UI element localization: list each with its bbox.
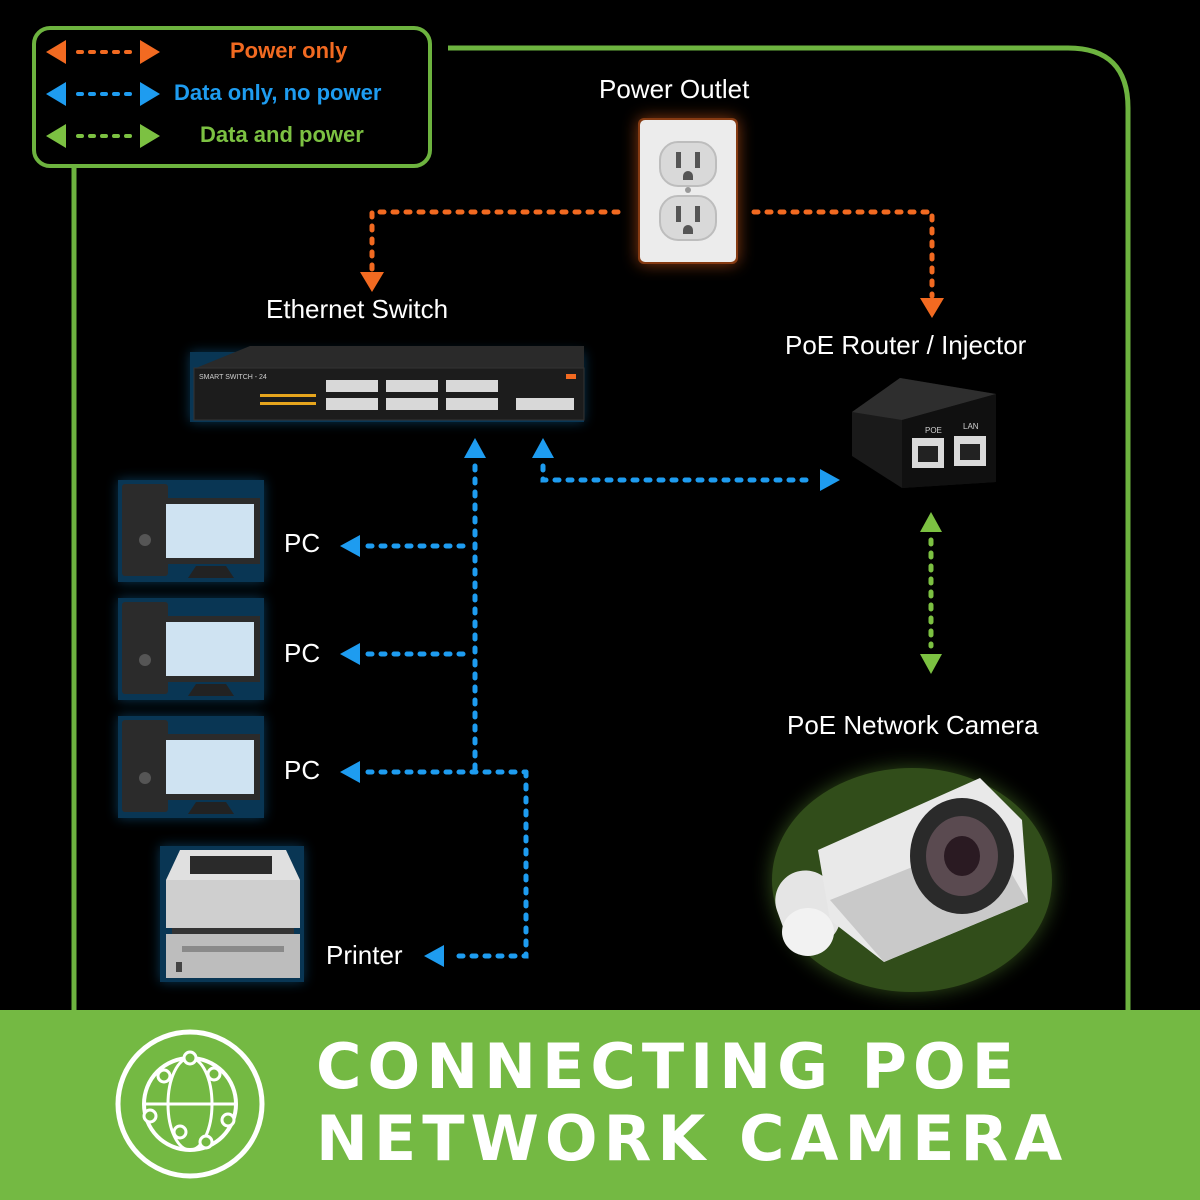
pc-3-icon [118,716,264,818]
pc-3-label: PC [284,755,321,785]
pc-2-label: PC [284,638,321,668]
legend-power-arrow [46,40,160,64]
pc-2-icon [118,598,264,700]
power-line-to-switch [360,209,621,292]
camera-label: PoE Network Camera [787,710,1039,740]
data-line-switch-to-injector [532,438,840,491]
ethernet-switch-icon [190,346,585,422]
data-line-switch-to-pcs [340,438,529,967]
power-line-to-injector [751,209,944,318]
legend-arrows [46,40,160,148]
title-line-2: NETWORK CAMERA [316,1102,1069,1175]
poe-port-label: POE [925,426,942,435]
data-power-line-injector-to-camera [920,512,942,674]
legend-data-arrow [46,82,160,106]
title-line-1: CONNECTING POE [316,1030,1021,1103]
legend: Power only Data only, no power Data and … [32,26,432,168]
poe-injector-icon [852,378,996,488]
poe-injector-label: PoE Router / Injector [785,330,1027,360]
switch-model-label: SMART SWITCH - 24 [199,374,267,381]
power-outlet-label: Power Outlet [599,74,750,104]
printer-label: Printer [326,940,403,970]
camera-icon [772,768,1052,992]
pc-1-label: PC [284,528,321,558]
legend-data-power-arrow [46,124,160,148]
connection-lines [118,118,1052,992]
printer-icon [160,846,304,982]
lan-port-label: LAN [963,422,979,431]
legend-power-label: Power only [230,38,348,63]
power-outlet-icon [638,118,738,264]
title-banner: CONNECTING POE NETWORK CAMERA [0,1010,1200,1200]
legend-data-power-label: Data and power [200,122,364,147]
globe-network-icon [115,1029,265,1179]
ethernet-switch-label: Ethernet Switch [266,294,449,324]
pc-1-icon [118,480,264,582]
legend-data-label: Data only, no power [174,80,382,105]
